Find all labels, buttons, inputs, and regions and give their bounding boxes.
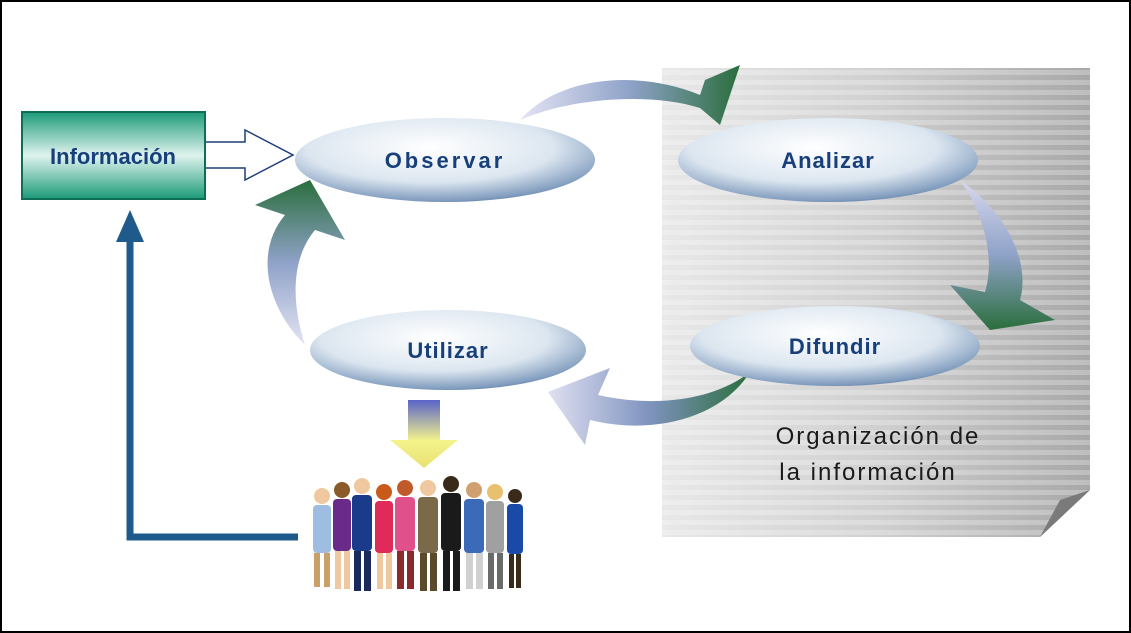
arrow-utilizar-to-people <box>390 400 458 468</box>
person-icon <box>507 489 523 588</box>
organization-caption-line2: la información <box>779 459 956 486</box>
person-icon <box>441 476 461 591</box>
stage-observar: Observar <box>295 118 595 202</box>
person-icon <box>352 478 372 591</box>
arrow-difundir-to-utilizar <box>548 368 750 445</box>
stage-analizar: Analizar <box>678 118 978 202</box>
arrow-observar-to-analizar <box>520 65 740 125</box>
information-source-box: Información <box>21 111 206 200</box>
arrow-utilizar-to-observar <box>255 180 345 345</box>
stage-difundir-label: Difundir <box>789 334 881 359</box>
people-group-illustration <box>313 476 523 591</box>
stage-utilizar: Utilizar <box>310 310 586 390</box>
person-icon <box>375 484 393 589</box>
person-icon <box>418 480 438 591</box>
person-icon <box>395 480 415 589</box>
person-icon <box>464 482 484 589</box>
stage-analizar-label: Analizar <box>781 148 875 173</box>
person-icon <box>486 484 504 589</box>
stage-difundir: Difundir <box>690 306 980 386</box>
information-label: Información <box>50 144 176 169</box>
person-icon <box>313 488 331 587</box>
person-icon <box>333 482 351 589</box>
stage-observar-label: Observar <box>385 148 506 173</box>
arrow-analizar-to-difundir <box>950 180 1055 330</box>
panel-folded-corner <box>1040 490 1090 537</box>
organization-caption-line1: Organización de <box>776 423 981 450</box>
feedback-arrow <box>116 210 298 541</box>
input-arrow <box>204 128 295 182</box>
stage-utilizar-label: Utilizar <box>407 338 488 363</box>
